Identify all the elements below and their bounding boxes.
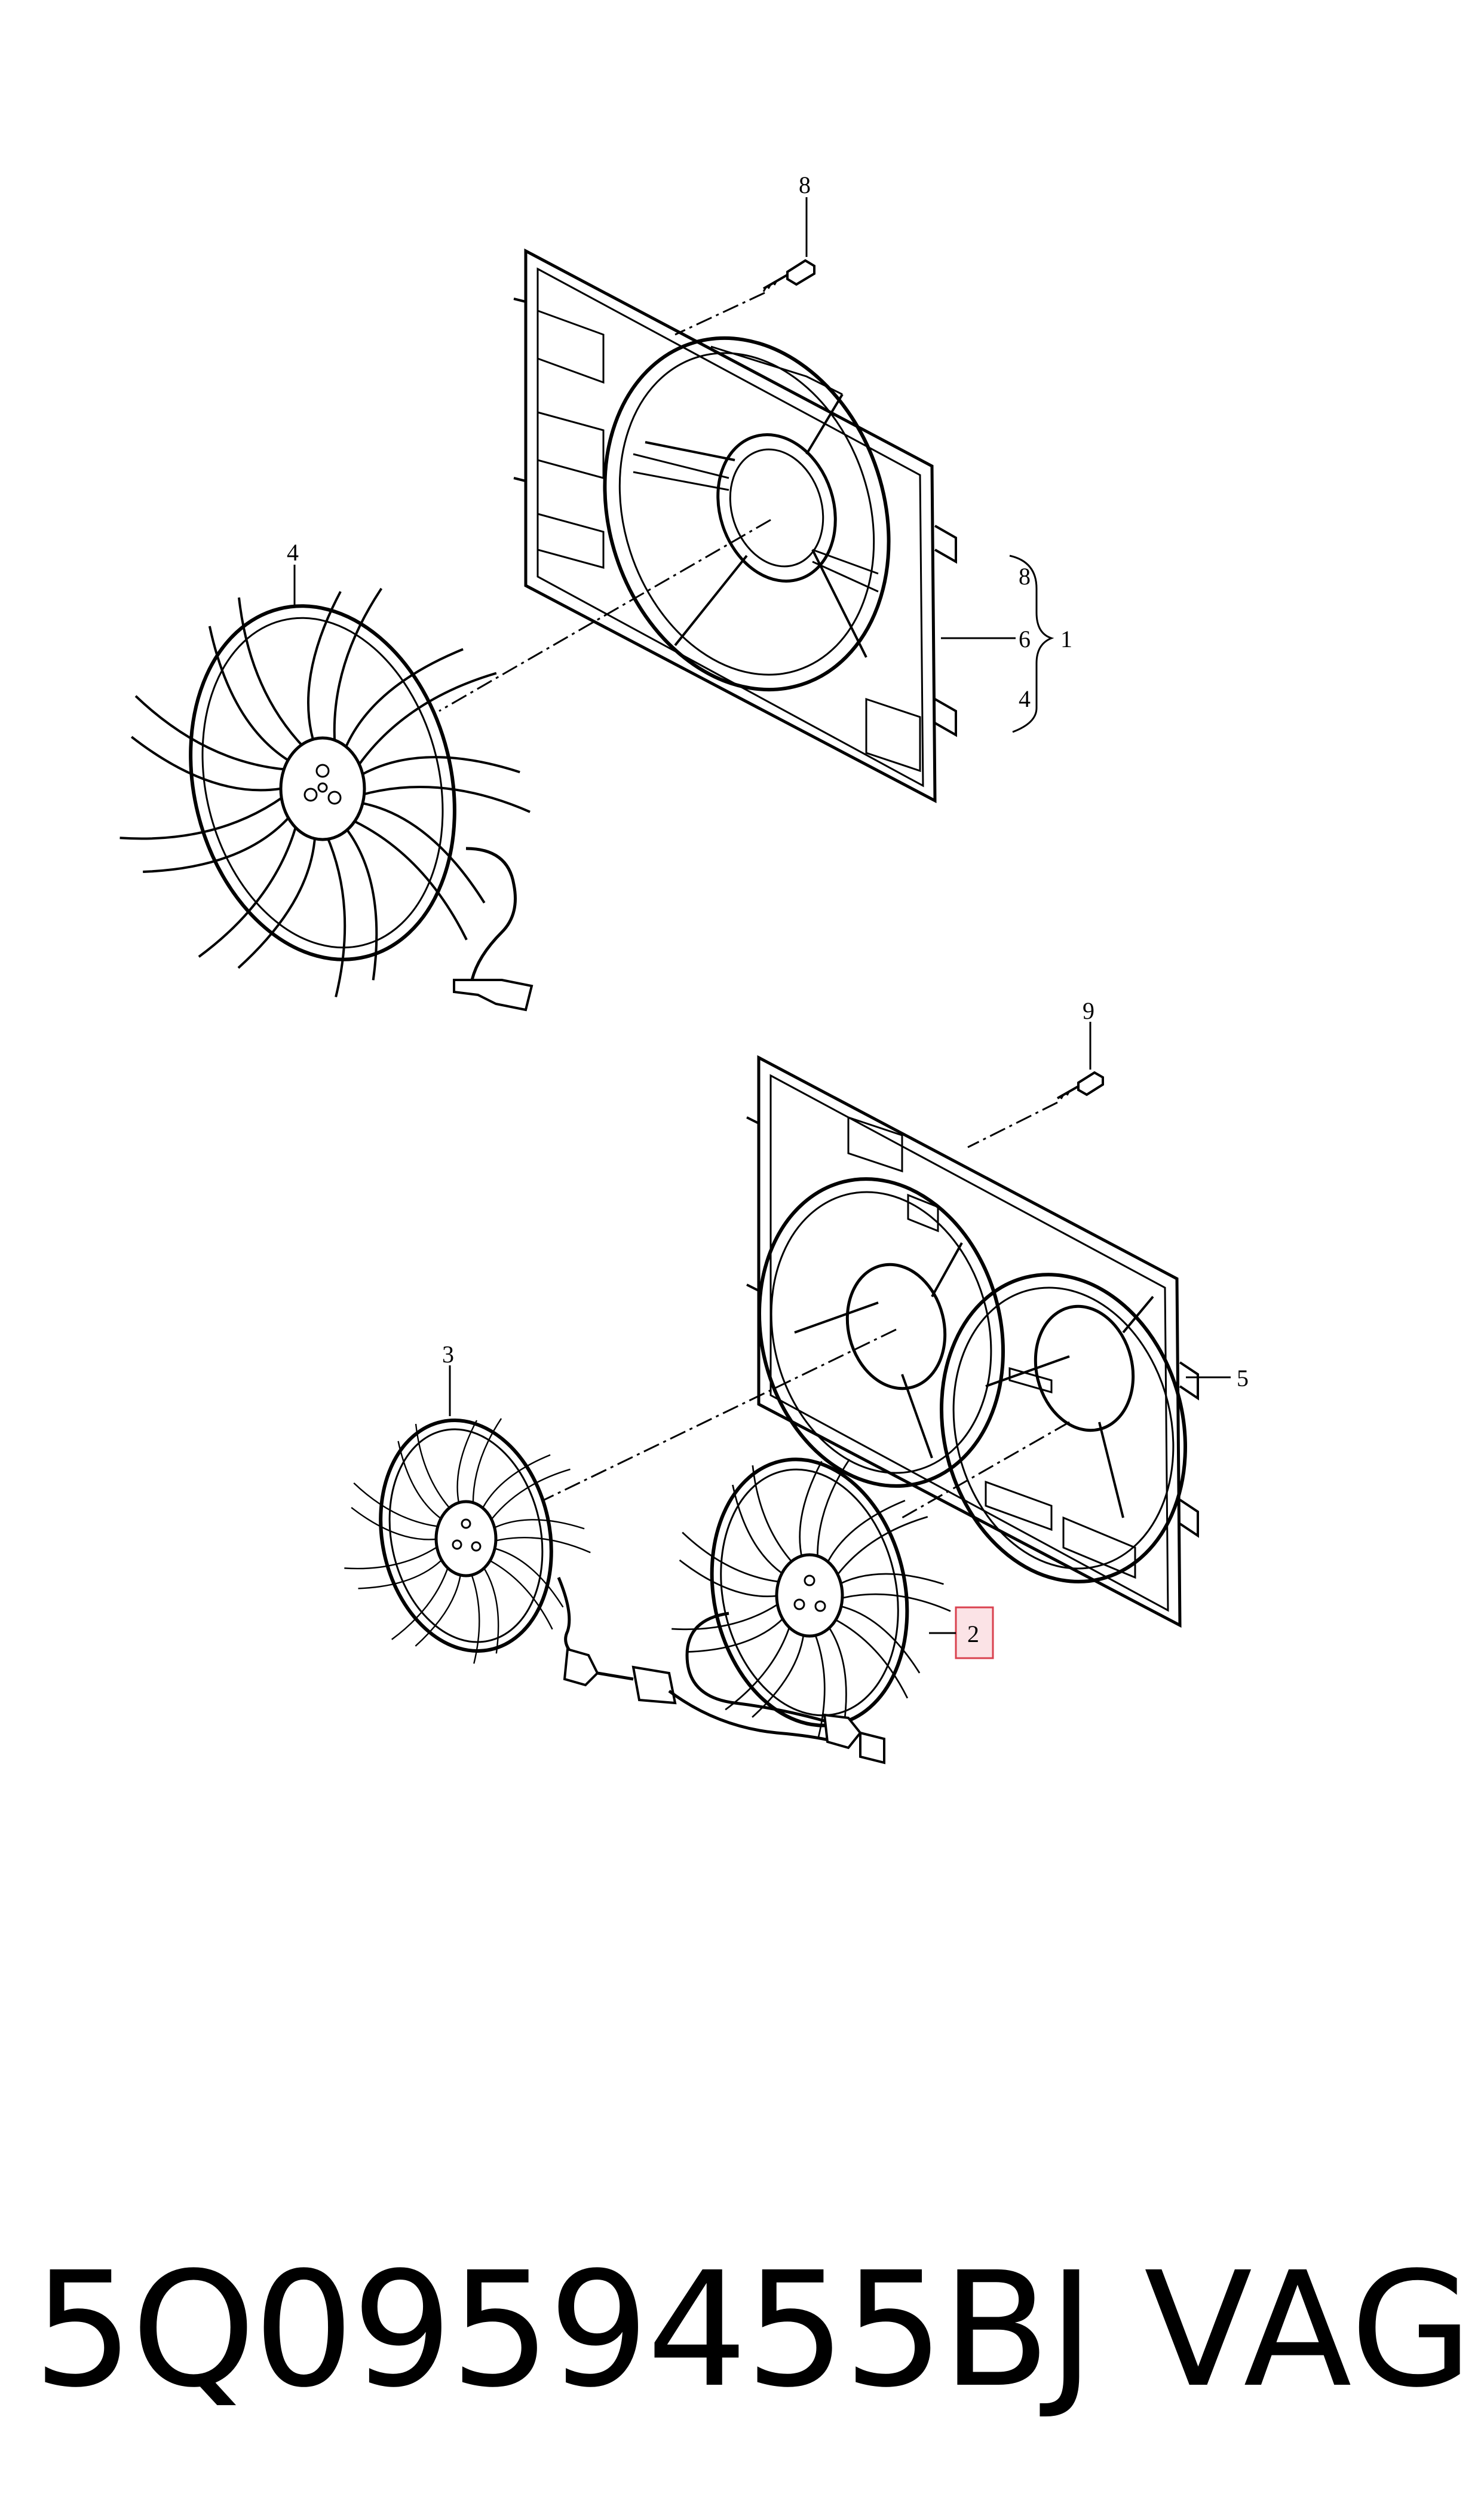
- callout-8-bracket: 8: [1019, 563, 1031, 590]
- callout-2-highlight: [955, 1606, 994, 1659]
- single-fan-shroud: [513, 248, 957, 804]
- screw-8-top: [762, 259, 815, 292]
- fan-2: [667, 1441, 953, 1765]
- callout-4-bracket: 4: [1019, 685, 1031, 712]
- axis-line-fan-3: [525, 1328, 897, 1510]
- callout-1: 1: [1060, 626, 1072, 653]
- axis-line-fan-4: [439, 519, 771, 712]
- callout-5: 5: [1237, 1365, 1249, 1392]
- axis-line-screw-top: [674, 292, 765, 336]
- axis-line-fan-2: [902, 1421, 1070, 1519]
- twin-fan-shroud: [746, 1055, 1199, 1628]
- callout-8-top: 8: [799, 171, 811, 198]
- highlight-box: [956, 1607, 993, 1658]
- part-number: 5Q0959455BJ: [33, 2238, 1094, 2422]
- callout-2: 2: [967, 1621, 979, 1647]
- callout-4-fan: 4: [287, 539, 299, 566]
- callout-9: 9: [1083, 997, 1094, 1024]
- screw-9: [1057, 1071, 1104, 1099]
- brand-label: VAG: [1144, 2238, 1474, 2422]
- axis-line-screw-9: [967, 1101, 1058, 1148]
- callout-6-bracket: 6: [1019, 626, 1031, 653]
- footer: 5Q0959455BJ VAG: [33, 2235, 1473, 2426]
- bracket-group-1: [941, 555, 1054, 733]
- parts-diagram: 8 8 6 4 1 4: [112, 171, 1249, 1765]
- fan-3: [339, 1414, 837, 1744]
- callout-3: 3: [442, 1341, 454, 1368]
- fan-4: [112, 583, 536, 1012]
